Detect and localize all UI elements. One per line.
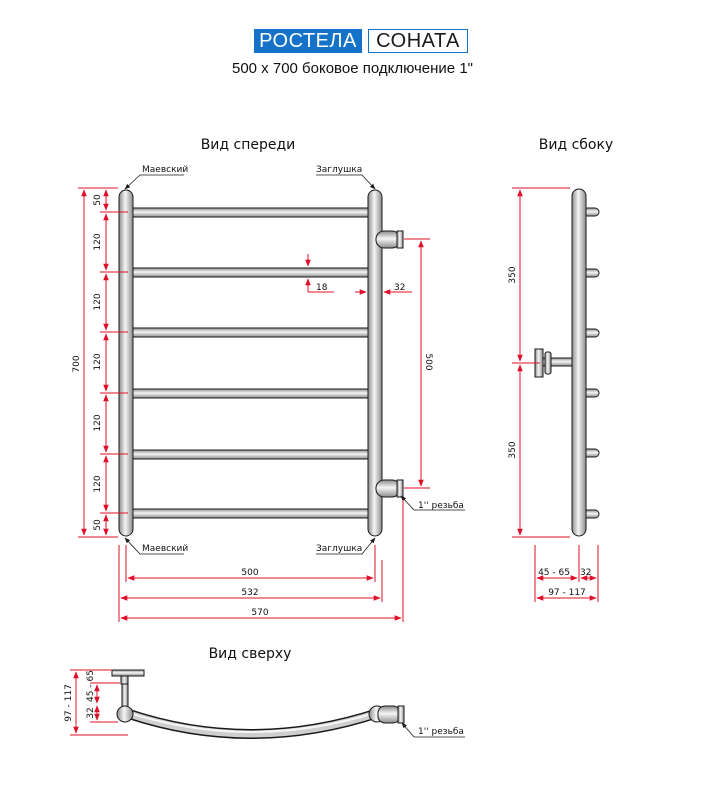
top-view-title: Вид сверху [209,646,292,662]
model-name: СОНАТА [368,29,468,53]
dim-overall-height: 700 [72,355,82,372]
left-post [118,189,134,537]
dim-front-7: 50 [93,519,103,531]
top-callouts: 1'' резьба [401,722,465,738]
top-left-post [116,705,134,723]
rungs [127,207,373,519]
dim-top-depth-a: 45 - 65 [86,670,96,702]
connection-nozzle-bottom [375,479,404,498]
dim-front-6: 120 [93,475,103,492]
dim-side-depth-a: 45 - 65 [538,568,570,578]
dim-front-1: 50 [93,194,103,206]
dim-top-depth-b: 32 [86,707,96,718]
side-view [534,188,600,537]
width-dimensions [118,500,404,622]
rung [127,207,373,218]
front-view-title: Вид спереди [201,137,296,153]
dim-front-3: 120 [93,293,103,310]
callouts: Маевский Заглушка Маевский Заглушка 1'' … [124,165,465,555]
dim-width-inner: 500 [241,568,258,578]
valve-top-label: Маевский [142,165,188,175]
front-view [118,189,404,537]
thread-front-label: 1'' резьба [418,501,464,511]
top-wall-bracket [111,669,145,709]
dim-width-mid: 532 [241,588,258,598]
connection-nozzle-top [375,230,404,249]
plug-bottom-label: Заглушка [316,544,362,554]
dim-pipe-offset: 32 [394,283,405,293]
header: РОСТЕЛА СОНАТА 500 х 700 боковое подключ… [0,0,705,90]
right-post [367,189,383,537]
product-subtitle: 500 х 700 боковое подключение 1" [231,60,473,77]
dim-connection-center: 500 [423,353,433,370]
top-dimensions [70,669,128,736]
dim-tube-diameter: 18 [316,283,328,293]
top-view [111,669,405,739]
dim-side-lower: 350 [508,441,518,458]
dim-side-depth-total: 97 - 117 [548,588,586,598]
dim-front-2: 120 [93,233,103,250]
side-dimensions [512,187,599,602]
brand-logo: РОСТЕЛА [254,29,362,53]
rung [127,508,373,519]
front-dimensions [78,187,430,538]
dim-front-5: 120 [93,414,103,431]
top-nozzle [377,705,405,724]
rung [127,388,373,399]
rung [127,267,373,278]
rung [127,327,373,338]
side-view-title: Вид сбоку [539,137,613,153]
dim-top-depth-total: 97 - 117 [64,684,74,722]
dim-side-upper: 350 [508,266,518,283]
dim-side-depth-b: 32 [580,568,591,578]
valve-bottom-label: Маевский [142,544,188,554]
dim-front-4: 120 [93,353,103,370]
wall-bracket [534,348,576,378]
rung [127,449,373,460]
side-post [571,188,587,537]
thread-top-label: 1'' резьба [418,727,464,737]
dim-width-outer: 570 [251,608,268,618]
plug-top-label: Заглушка [316,165,362,175]
